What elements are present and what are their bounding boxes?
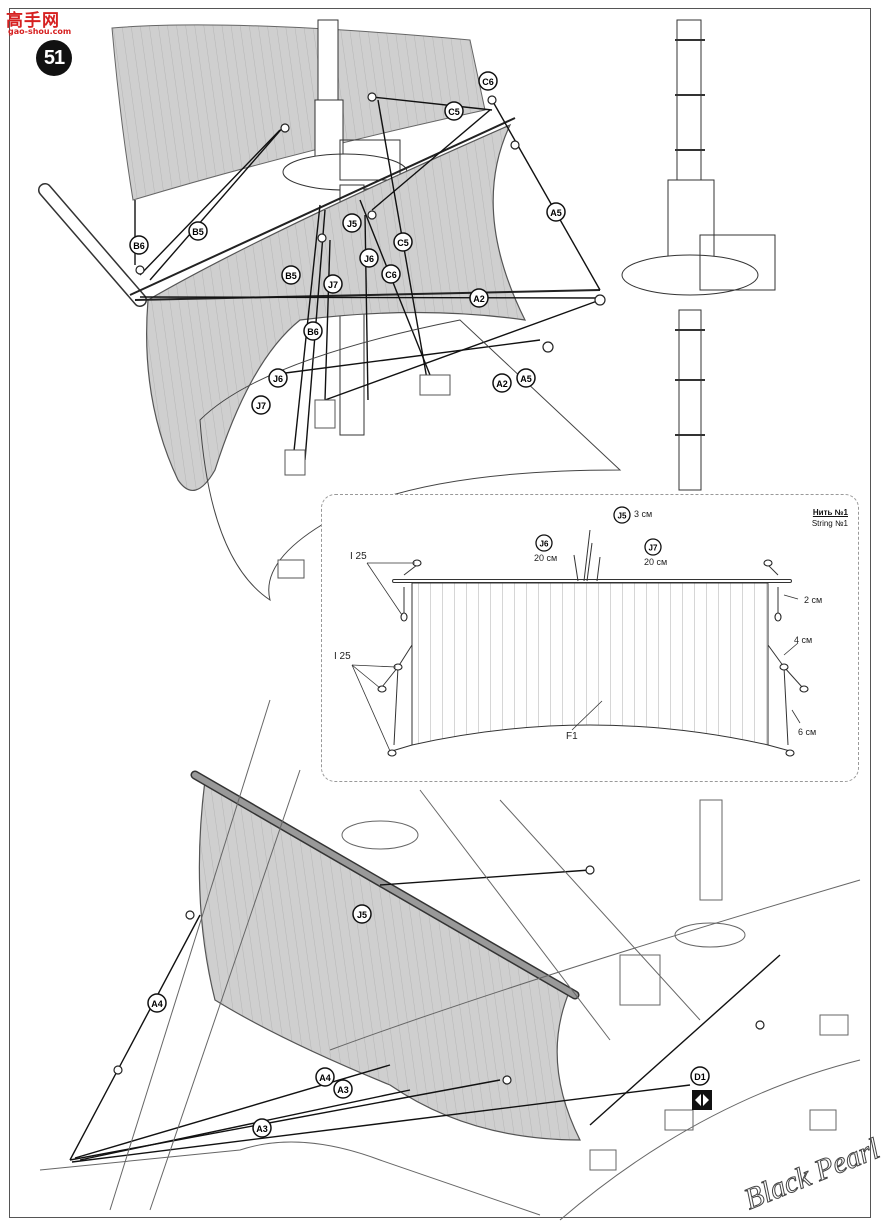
- callout-j5-a: J5: [342, 213, 362, 233]
- callout-b5-a: B5: [188, 221, 208, 241]
- callout-j7-a: J7: [323, 274, 343, 294]
- callout-a2-a: A2: [469, 288, 489, 308]
- callout-c5-a: C5: [444, 101, 464, 121]
- callout-group-top: C6 C5 A5 J5 C5 B5 B6 B5 J6 J7 C6 A2 B6 J…: [129, 71, 566, 415]
- yard-top: [129, 117, 516, 296]
- svg-text:A3: A3: [256, 1124, 268, 1134]
- topmast: [317, 19, 339, 101]
- deck-items: [277, 374, 451, 579]
- svg-text:A2: A2: [496, 379, 508, 389]
- callout-a5-a: A5: [546, 202, 566, 222]
- inset-callout-j6: J6: [535, 534, 553, 552]
- right-fighting-top: [621, 254, 759, 296]
- callout-a4-a: A4: [147, 993, 167, 1013]
- leader-lines: [351, 562, 801, 752]
- inset-callout-j7: J7: [644, 538, 662, 556]
- bottom-sail: [198, 779, 581, 1141]
- callout-c6-b: C6: [381, 264, 401, 284]
- inset-callout-j5: J5: [613, 506, 631, 524]
- blocks: [113, 92, 765, 1085]
- site-watermark: 高手网 gao-shou.com: [6, 6, 72, 38]
- svg-text:J7: J7: [649, 544, 658, 553]
- string-subtitle: String №1: [811, 519, 848, 528]
- yard-line: [134, 289, 601, 301]
- callout-j6-b: J6: [268, 368, 288, 388]
- length-6cm-label: 6 см: [798, 727, 817, 737]
- step-number: 51: [36, 40, 72, 76]
- watermark-url: gao-shou.com: [8, 27, 72, 36]
- length-4cm-label: 4 см: [794, 635, 813, 645]
- callout-j5-b: J5: [352, 904, 372, 924]
- length-2cm-label: 2 см: [804, 595, 823, 605]
- upper-sail: [111, 24, 486, 201]
- callout-b5-b: B5: [281, 265, 301, 285]
- svg-text:A4: A4: [319, 1073, 331, 1083]
- j6-length-label: 20 см: [534, 553, 558, 563]
- inset-drawing: J5 J6 J7: [351, 506, 809, 757]
- callout-a3-b: A3: [252, 1118, 272, 1138]
- right-rigging: [767, 564, 803, 752]
- svg-text:A5: A5: [520, 374, 532, 384]
- svg-text:B5: B5: [192, 227, 204, 237]
- svg-text:B6: B6: [133, 241, 145, 251]
- svg-text:J6: J6: [273, 374, 283, 384]
- callout-a4-b: A4: [315, 1067, 335, 1087]
- ship-structure-bottom: [39, 699, 861, 1221]
- right-lower-mast: [678, 309, 702, 491]
- top-threads: [573, 529, 601, 582]
- svg-text:A3: A3: [337, 1085, 349, 1095]
- callout-c6-a: C6: [478, 71, 498, 91]
- right-mast-bands: [675, 39, 705, 436]
- svg-text:A5: A5: [550, 208, 562, 218]
- i25-bottom-label: I 25: [334, 651, 351, 662]
- callout-group-bottom: J5 A4 A4 A3 A3 D1: [147, 904, 710, 1138]
- callout-c5-b: C5: [393, 232, 413, 252]
- svg-text:J7: J7: [256, 401, 266, 411]
- svg-text:J5: J5: [347, 219, 357, 229]
- string-note: Нить №1 String №1: [812, 507, 848, 529]
- svg-text:A2: A2: [473, 294, 485, 304]
- sail-f1-label: F1: [566, 731, 578, 742]
- svg-text:J7: J7: [328, 280, 338, 290]
- watermark-title: 高手网: [6, 11, 60, 31]
- svg-text:D1: D1: [694, 1072, 706, 1082]
- svg-text:C5: C5: [448, 107, 460, 117]
- top-railing: [339, 139, 401, 181]
- callout-d1: D1: [690, 1066, 710, 1086]
- hull-nameplate: Black Pearl: [740, 1132, 881, 1216]
- callout-j7-b: J7: [251, 395, 271, 415]
- svg-text:C5: C5: [397, 238, 409, 248]
- svg-text:J5: J5: [618, 512, 627, 521]
- j5-length-label: 3 см: [634, 509, 653, 519]
- callout-a5-b: A5: [516, 368, 536, 388]
- callout-a3-a: A3: [333, 1079, 353, 1099]
- svg-text:J6: J6: [364, 254, 374, 264]
- svg-text:C6: C6: [482, 77, 494, 87]
- right-topmast: [676, 19, 702, 211]
- callout-a2-b: A2: [492, 373, 512, 393]
- direction-marker-icon: [692, 1090, 712, 1110]
- string-title: Нить №1: [812, 508, 848, 517]
- inset-sail-detail: Нить №1 String №1: [321, 494, 859, 782]
- svg-text:B6: B6: [307, 327, 319, 337]
- callout-b6-b: B6: [303, 321, 323, 341]
- svg-text:B5: B5: [285, 271, 297, 281]
- right-top-railing: [699, 234, 776, 291]
- j7-length-label: 20 см: [644, 557, 668, 567]
- mast-cap: [314, 99, 344, 161]
- i25-top-label: I 25: [350, 551, 367, 562]
- callout-b6-a: B6: [129, 235, 149, 255]
- rigging-bottom: [69, 869, 781, 1163]
- svg-text:A4: A4: [151, 999, 163, 1009]
- left-rigging: [381, 564, 418, 752]
- callout-j6-a: J6: [359, 248, 379, 268]
- svg-text:J6: J6: [540, 540, 549, 549]
- svg-text:C6: C6: [385, 270, 397, 280]
- page-frame: [9, 8, 871, 1218]
- svg-text:J5: J5: [357, 910, 367, 920]
- sail-f1: [411, 582, 769, 746]
